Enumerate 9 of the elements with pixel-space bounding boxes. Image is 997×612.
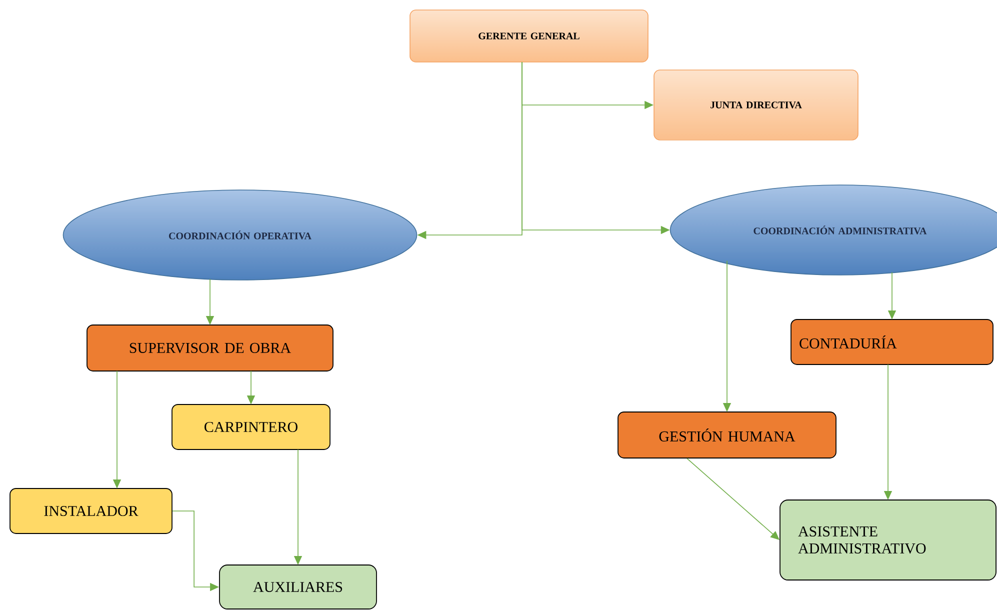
role-box: JUNTA DIRECTIVA [654, 70, 858, 140]
role-box: GERENTE GENERAL [410, 10, 648, 62]
role-box: CONTADURÍA [790, 319, 994, 365]
role-box: GESTIÓN HUMANA [618, 412, 836, 458]
role-box: SUPERVISOR DE OBRA [86, 324, 334, 372]
role-box: CARPINTERO [172, 404, 330, 450]
role-box: ASISTENTE ADMINISTRATIVO [780, 500, 996, 580]
role-box: INSTALADOR [10, 488, 172, 534]
role-box: AUXILIARES [219, 564, 377, 610]
